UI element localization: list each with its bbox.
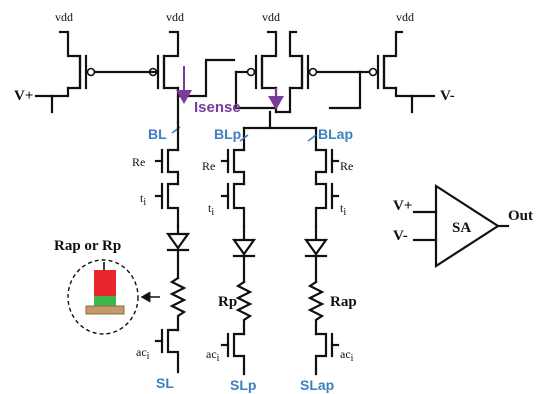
blap-tick [307, 134, 317, 142]
vdd-label-2: vdd [166, 10, 184, 24]
ti-transistor-bl [154, 182, 180, 228]
re-label-blap: Re [340, 159, 353, 173]
sa-output-label: Out [508, 208, 533, 224]
vminus-input-label: V- [440, 88, 455, 104]
sa-label: SA [452, 220, 471, 236]
ac-transistor-blp [220, 332, 246, 376]
ac-label-bl: aci [136, 345, 150, 362]
sa-input-minus-label: V- [393, 228, 408, 244]
vplus-input-label: V+ [14, 88, 33, 104]
blp-label: BLp [214, 126, 241, 142]
ac-transistor-bl [154, 328, 180, 374]
rap-or-rp-label: Rap or Rp [54, 238, 121, 254]
ac-transistor-blap [314, 332, 340, 376]
vdd-label-1: vdd [55, 10, 73, 24]
re-transistor-bl [154, 148, 180, 186]
re-transistor-blp [220, 148, 246, 186]
slap-label: SLap [300, 377, 334, 393]
ti-transistor-blp [220, 182, 246, 228]
ti-label-bl: ti [140, 191, 146, 208]
vdd-label-3: vdd [262, 10, 280, 24]
slp-label: SLp [230, 377, 256, 393]
ti-label-blap: ti [340, 201, 346, 218]
isense-label: Isense [194, 99, 241, 116]
ac-label-blp: aci [206, 347, 220, 364]
rap-resistor [307, 280, 325, 336]
sl-label: SL [156, 375, 174, 391]
blp-tick [239, 134, 249, 142]
mtj-resistor-bl [169, 276, 187, 332]
sa-input-plus-label: V+ [393, 198, 412, 214]
re-label-bl: Re [132, 155, 145, 169]
mtj-free-layer [94, 270, 116, 296]
re-transistor-blap [314, 148, 340, 186]
ac-label-blap: aci [340, 347, 354, 364]
diode-blp [231, 224, 257, 284]
bl-label: BL [148, 126, 167, 142]
sense-amplifier [412, 183, 510, 269]
pmos-vminus-right [328, 30, 414, 114]
ti-label-blp: ti [208, 201, 214, 218]
mtj-inset-circle [67, 259, 139, 335]
diode-bl [165, 224, 191, 280]
diode-blap [303, 224, 329, 284]
vdd-label-4: vdd [396, 10, 414, 24]
rp-label: Rp [218, 294, 237, 310]
pmos-vplus-left [50, 30, 152, 114]
rap-label: Rap [330, 294, 357, 310]
mtj-fixed-layer [85, 305, 125, 315]
re-label-blp: Re [202, 159, 215, 173]
pmos-reference-center [234, 30, 278, 114]
rp-resistor [235, 280, 253, 336]
blap-label: BLap [318, 126, 353, 142]
pmos-mirror-ref [274, 30, 362, 114]
ti-transistor-blap [314, 182, 340, 228]
mtj-barrier-layer [94, 296, 116, 306]
